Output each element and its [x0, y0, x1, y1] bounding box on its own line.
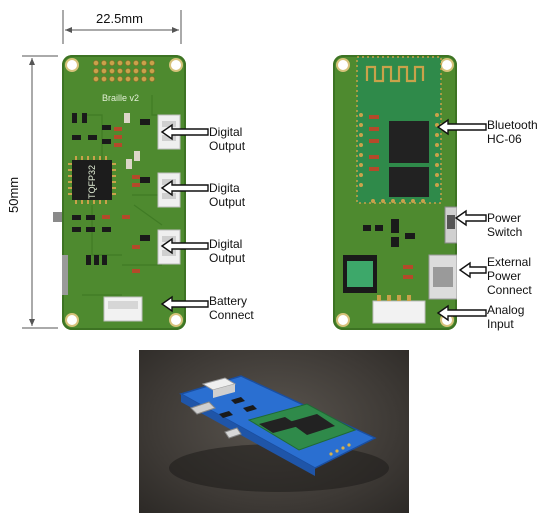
callout-analog-input: Analog Input	[487, 303, 525, 331]
arrow-external-power	[458, 261, 487, 279]
arrow-digital-output-2	[160, 179, 209, 197]
arrow-digital-output-1	[160, 123, 209, 141]
height-dimension-label: 50mm	[6, 176, 21, 213]
mcu-chip-label: TQFP32	[87, 165, 97, 199]
back-pcb	[333, 55, 457, 330]
front-switch-nub	[53, 212, 62, 222]
arrow-bluetooth	[436, 118, 487, 136]
arrow-power-switch	[454, 209, 487, 227]
front-callout-arrows	[160, 123, 209, 313]
width-dimension	[62, 10, 182, 44]
callout-digital-output-2: Digita Output	[209, 181, 246, 209]
back-callout-arrows	[436, 118, 487, 322]
callout-bluetooth: Bluetooth HC-06	[487, 118, 538, 146]
callout-digital-output-1: Digital Output	[209, 125, 246, 153]
callout-power-switch: Power Switch	[487, 211, 523, 239]
board-photo	[139, 350, 409, 513]
arrow-battery-connect	[160, 295, 209, 313]
callout-battery-connect: Battery Connect	[209, 294, 254, 322]
front-pcb: Braille v2	[62, 55, 186, 330]
arrow-analog-input	[436, 304, 487, 322]
callout-digital-output-3: Digital Output	[209, 237, 246, 265]
front-silkscreen-title: Braille v2	[102, 93, 139, 103]
height-dimension	[22, 55, 58, 329]
callout-external-power: External Power Connect	[487, 255, 532, 297]
arrow-digital-output-3	[160, 237, 209, 255]
width-dimension-label: 22.5mm	[96, 11, 143, 26]
